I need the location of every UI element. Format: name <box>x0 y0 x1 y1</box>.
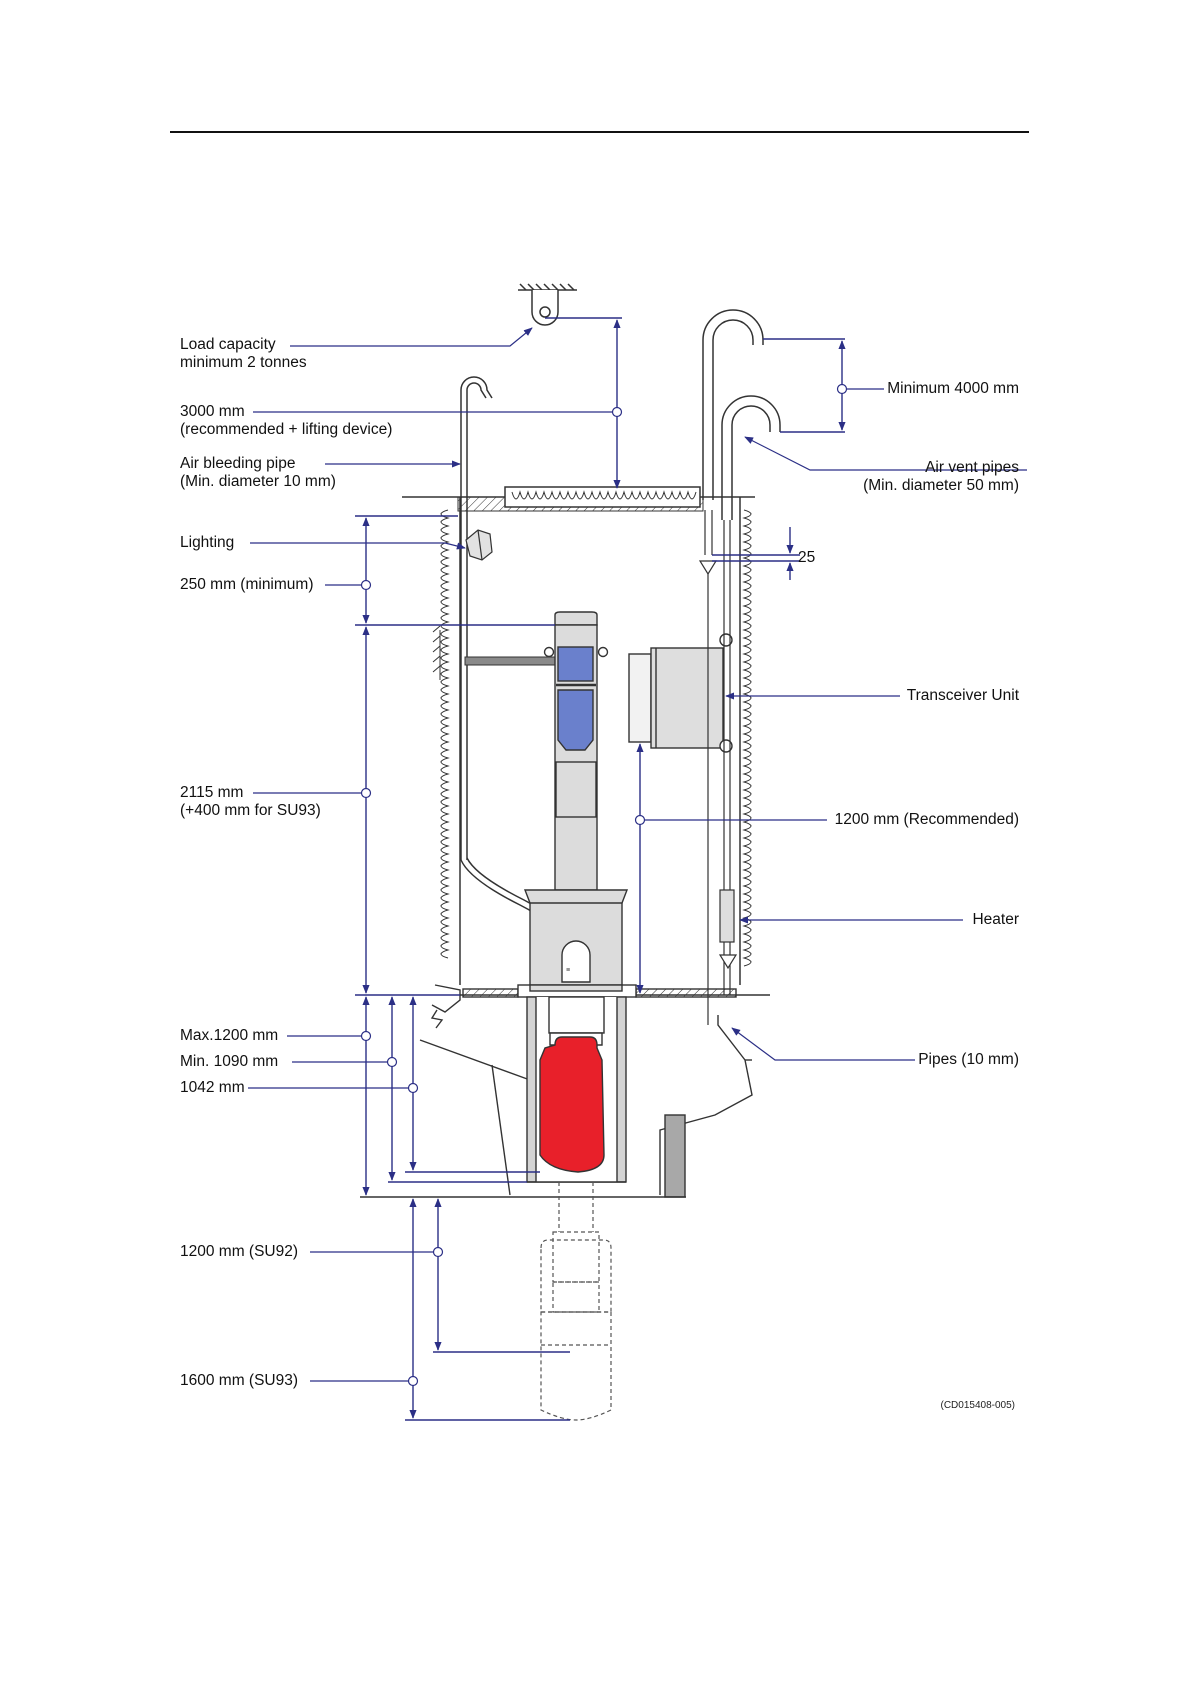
label-2115-line2: (+400 mm for SU93) <box>180 802 321 819</box>
label-air-vent: Air vent pipes (Min. diameter 50 mm) <box>863 459 1019 495</box>
label-lighting: Lighting <box>180 534 235 551</box>
label-air-vent-line2: (Min. diameter 50 mm) <box>863 477 1019 494</box>
label-air-bleeding: Air bleeding pipe (Min. diameter 10 mm) <box>180 455 336 491</box>
svg-text:≡: ≡ <box>566 967 570 974</box>
label-transceiver: Transceiver Unit <box>906 687 1019 704</box>
label-1200-recommended: 1200 mm (Recommended) <box>834 811 1019 828</box>
label-load-capacity-line1: Load capacity <box>180 336 276 353</box>
label-25: 25 <box>798 549 816 566</box>
transceiver-unit <box>628 633 733 753</box>
label-3000: 3000 mm (recommended + lifting device) <box>180 403 392 439</box>
label-3000-line1: 3000 mm <box>180 403 245 420</box>
air-vent-pipes <box>702 309 781 520</box>
label-air-bleeding-line2: (Min. diameter 10 mm) <box>180 473 336 490</box>
hatch-cover <box>402 486 755 512</box>
label-load-capacity-line2: minimum 2 tonnes <box>180 354 307 371</box>
label-min-1090: Min. 1090 mm <box>180 1053 279 1070</box>
label-250: 250 mm (minimum) <box>180 576 314 593</box>
lifting-eye <box>518 283 577 326</box>
label-2115: 2115 mm (+400 mm for SU93) <box>180 784 321 820</box>
pipes-and-heater <box>698 510 738 1025</box>
dimension-lines <box>355 317 846 1421</box>
label-air-bleeding-line1: Air bleeding pipe <box>180 455 296 472</box>
tank-top <box>430 984 770 1029</box>
label-pipes: Pipes (10 mm) <box>918 1051 1019 1068</box>
figure-code: (CD015408-005) <box>940 1400 1016 1411</box>
support-bracket <box>464 656 556 666</box>
trunk-walls <box>432 497 752 985</box>
lowered-positions <box>540 1182 612 1421</box>
label-load-capacity: Load capacity minimum 2 tonnes <box>180 336 307 372</box>
hull-unit-transducer <box>539 1032 605 1173</box>
leader-lines <box>248 327 1027 1387</box>
label-max-1200: Max.1200 mm <box>180 1027 279 1044</box>
label-min-4000: Minimum 4000 mm <box>887 380 1019 397</box>
label-su92: 1200 mm (SU92) <box>180 1243 299 1260</box>
label-air-vent-line1: Air vent pipes <box>925 459 1019 476</box>
label-3000-line2: (recommended + lifting device) <box>180 421 393 438</box>
label-1042: 1042 mm <box>180 1079 245 1096</box>
label-heater: Heater <box>972 911 1019 928</box>
label-su93: 1600 mm (SU93) <box>180 1372 299 1389</box>
hoist-column: ≡ <box>523 611 629 993</box>
lighting-fixture <box>465 529 493 561</box>
header-rule <box>170 131 1029 133</box>
label-2115-line1: 2115 mm <box>180 784 244 801</box>
